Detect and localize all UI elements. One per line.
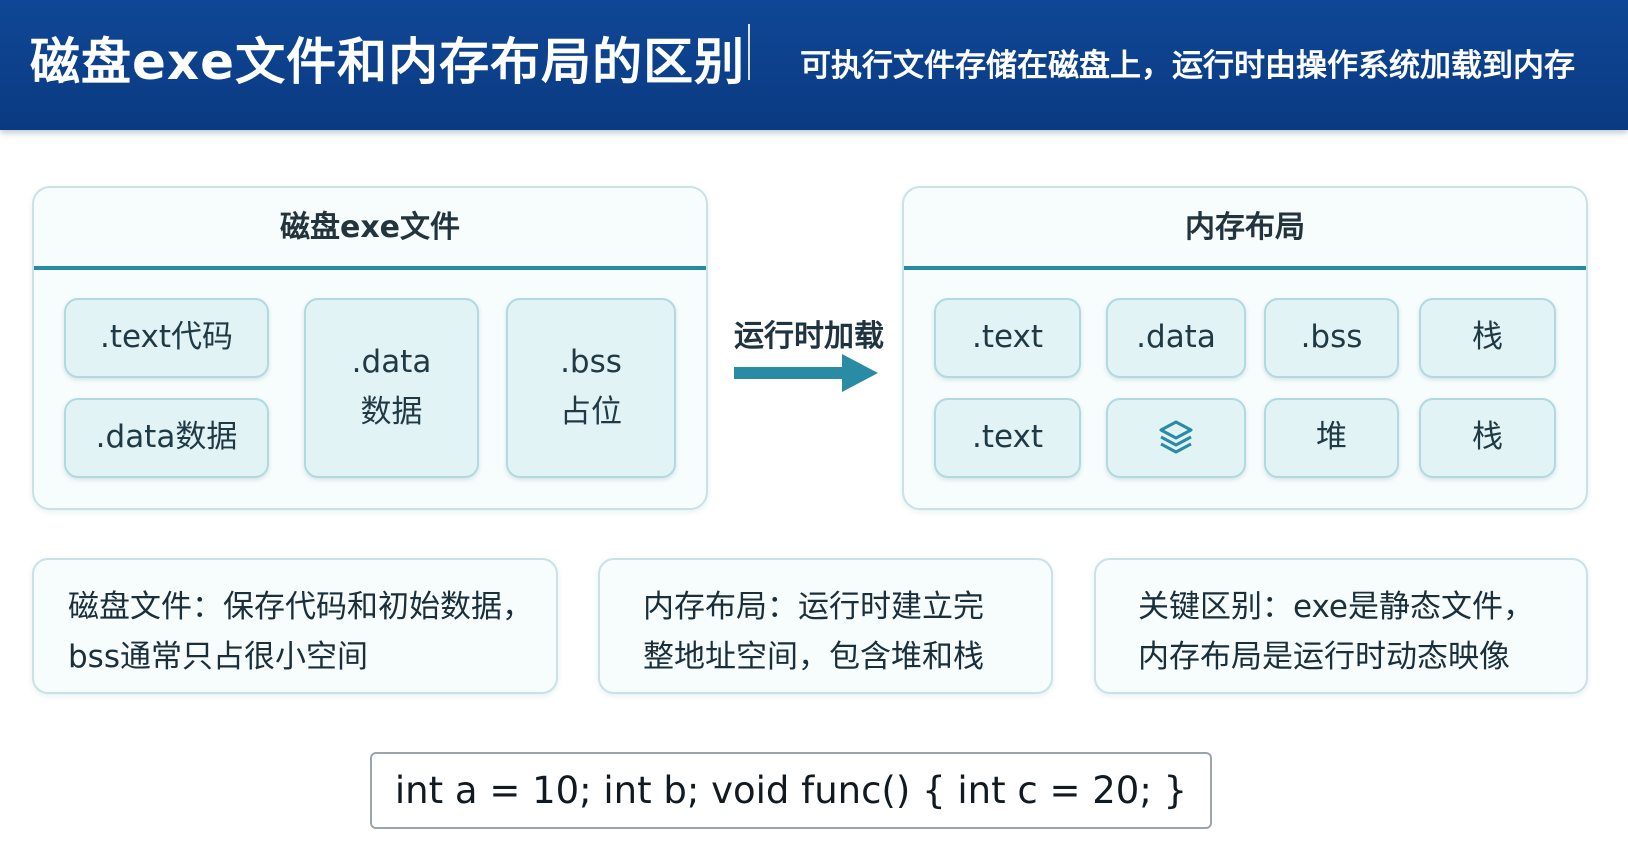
disk-box-text-code: .text代码 (64, 298, 269, 378)
code-snippet: int a = 10; int b; void func() { int c =… (370, 752, 1212, 829)
memory-panel-title: 内存布局 (1185, 210, 1305, 245)
memory-box-label: 栈 (1472, 319, 1503, 356)
memory-box-label: .data (1136, 319, 1216, 356)
header-bar: 磁盘exe文件和内存布局的区别 可执行文件存储在磁盘上，运行时由操作系统加载到内… (0, 0, 1628, 130)
memory-panel-divider (904, 266, 1586, 270)
memory-box-stack: 栈 (1419, 398, 1556, 478)
note-line: 内存布局：运行时建立完 (643, 589, 984, 625)
memory-layout-panel: 内存布局 .text .data .bss 栈 .text 堆 栈 (902, 186, 1588, 510)
note-key-difference: 关键区别：exe是静态文件， 内存布局是运行时动态映像 (1094, 558, 1588, 694)
memory-box-label: .bss (1300, 319, 1363, 356)
disk-box-data-data: .data数据 (64, 398, 269, 478)
memory-box-bss: .bss (1264, 298, 1399, 378)
memory-box-label: .text (971, 319, 1044, 356)
right-arrow-icon (734, 354, 878, 392)
memory-box-text: .text (934, 398, 1081, 478)
note-memory-layout: 内存布局：运行时建立完 整地址空间，包含堆和栈 (598, 558, 1053, 694)
disk-box-data-section: .data 数据 (304, 298, 479, 478)
memory-box-label: .text (971, 419, 1044, 456)
layers-icon (1159, 420, 1193, 454)
note-line: 整地址空间，包含堆和栈 (643, 639, 984, 675)
note-line: 关键区别：exe是静态文件， (1138, 589, 1534, 625)
page-title: 磁盘exe文件和内存布局的区别 (30, 33, 746, 91)
disk-box-line: 占位 (560, 394, 622, 430)
memory-box-data: .data (1106, 298, 1246, 378)
memory-box-text: .text (934, 298, 1081, 378)
disk-box-line: 数据 (360, 394, 423, 430)
memory-box-heap: 堆 (1264, 398, 1399, 478)
note-line: bss通常只占很小空间 (68, 639, 368, 675)
note-line: 磁盘文件：保存代码和初始数据， (68, 589, 533, 625)
note-line: 内存布局是运行时动态映像 (1138, 639, 1510, 675)
memory-box-icon (1106, 398, 1246, 478)
header-divider (748, 24, 750, 80)
memory-box-label: 栈 (1472, 419, 1503, 456)
disk-panel-divider (34, 266, 706, 270)
disk-box-line: .bss (560, 344, 622, 381)
disk-exe-panel: 磁盘exe文件 .text代码 .data数据 .data 数据 .bss 占位 (32, 186, 708, 510)
page-subtitle: 可执行文件存储在磁盘上，运行时由操作系统加载到内存 (800, 48, 1575, 84)
disk-box-line: .data数据 (95, 419, 238, 456)
disk-panel-title: 磁盘exe文件 (279, 210, 461, 245)
arrow-label: 运行时加载 (734, 319, 884, 354)
note-disk-file: 磁盘文件：保存代码和初始数据， bss通常只占很小空间 (32, 558, 558, 694)
memory-box-stack: 栈 (1419, 298, 1556, 378)
memory-box-label: 堆 (1316, 419, 1347, 456)
disk-box-line: .text代码 (99, 319, 234, 356)
disk-box-line: .data (351, 344, 432, 381)
disk-box-bss-section: .bss 占位 (506, 298, 676, 478)
